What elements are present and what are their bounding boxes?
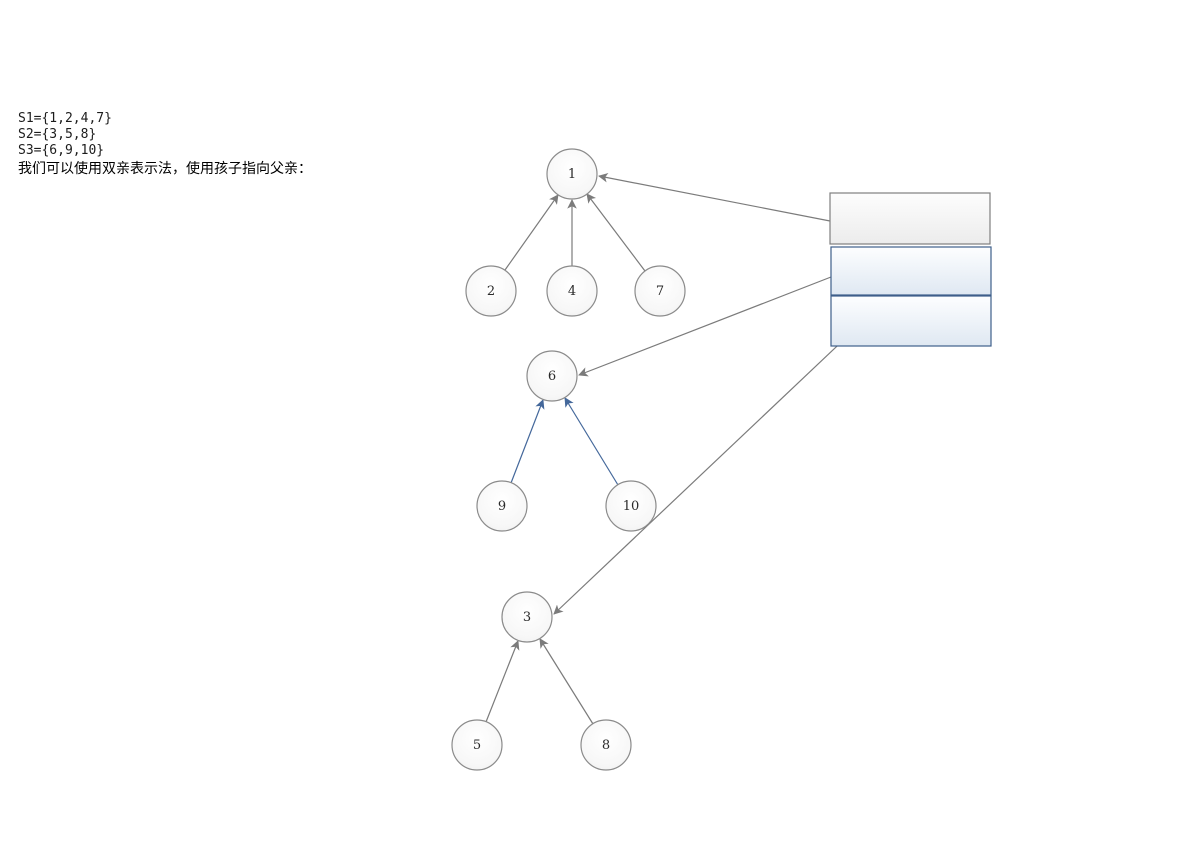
edge-9-to-6 — [510, 399, 545, 484]
node-label-5: 5 — [473, 738, 481, 753]
parent-box-3 — [830, 295, 992, 347]
set-definition-s2: S2={3,5,8} — [18, 127, 97, 142]
node-label-6: 6 — [548, 369, 556, 384]
connector-box1-to-node1 — [598, 172, 831, 222]
parent-box-1 — [829, 192, 991, 245]
node-circle-9 — [476, 480, 528, 532]
edge-2-to-1 — [504, 194, 559, 271]
node-label-7: 7 — [656, 284, 664, 299]
node-circle-3 — [501, 591, 553, 643]
tree-node-2: 2 — [465, 265, 517, 317]
node-label-9: 9 — [498, 499, 506, 514]
set-definition-s1: S1={1,2,4,7} — [18, 111, 112, 126]
node-circle-5 — [451, 719, 503, 771]
node-circle-4 — [546, 265, 598, 317]
edge-10-to-6 — [564, 397, 619, 486]
set-definition-s3: S3={6,9,10} — [18, 143, 105, 158]
tree-node-7: 7 — [634, 265, 686, 317]
tree-s3: 6 9 10 — [476, 350, 657, 532]
tree-node-6: 6 — [526, 350, 578, 402]
tree-node-10: 10 — [605, 480, 657, 532]
tree-node-3: 3 — [501, 591, 553, 643]
edge-7-to-1 — [586, 193, 646, 272]
edge-5-to-3 — [485, 640, 520, 723]
node-circle-6 — [526, 350, 578, 402]
node-circle-10 — [605, 480, 657, 532]
node-label-4: 4 — [568, 284, 576, 299]
node-circle-7 — [634, 265, 686, 317]
edge-8-to-3 — [539, 638, 594, 725]
tree-s1: 1 2 4 7 — [465, 148, 686, 317]
tree-node-8: 8 — [580, 719, 632, 771]
parent-box-list — [829, 192, 992, 347]
description-text-block: S1={1,2,4,7} S2={3,5,8} S3={6,9,10} 我们可以… — [18, 111, 312, 178]
tree-s2: 3 5 8 — [451, 591, 632, 771]
tree-node-9: 9 — [476, 480, 528, 532]
connector-box3-to-node3 — [553, 312, 873, 615]
node-label-2: 2 — [487, 284, 495, 299]
node-label-8: 8 — [602, 738, 610, 753]
node-label-1: 1 — [568, 167, 576, 182]
tree-node-1: 1 — [546, 148, 598, 200]
node-circle-1 — [546, 148, 598, 200]
node-label-10: 10 — [623, 499, 640, 514]
caption-text: 我们可以使用双亲表示法，使用孩子指向父亲： — [18, 161, 312, 177]
node-circle-2 — [465, 265, 517, 317]
tree-node-5: 5 — [451, 719, 503, 771]
parent-box-2 — [830, 246, 992, 296]
tree-node-4: 4 — [546, 265, 598, 317]
node-circle-8 — [580, 719, 632, 771]
node-label-3: 3 — [523, 610, 531, 625]
connector-box2-to-node6 — [578, 276, 832, 377]
